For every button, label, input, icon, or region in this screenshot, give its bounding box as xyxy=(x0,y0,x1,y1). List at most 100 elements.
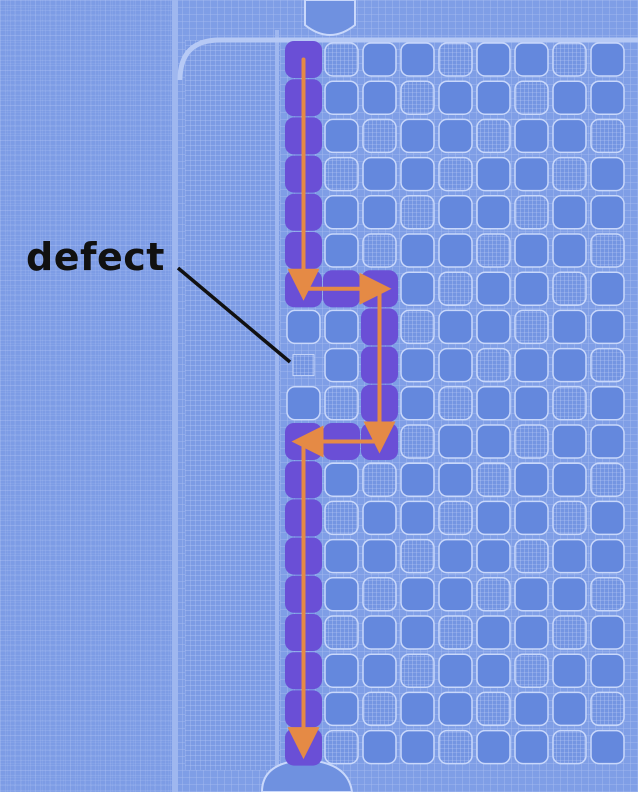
qubit-pad xyxy=(476,424,511,459)
qubit-pad xyxy=(514,500,549,536)
qubit-pad xyxy=(476,500,511,536)
qubit-pad xyxy=(476,309,511,345)
qubit-pad xyxy=(476,691,511,727)
qubit-pad xyxy=(438,309,473,345)
qubit-pad xyxy=(552,156,587,192)
qubit-pad xyxy=(552,309,587,345)
left-wiring-region xyxy=(0,0,175,792)
qubit-pad xyxy=(590,309,625,345)
qubit-pad xyxy=(514,156,549,192)
qubit-pad xyxy=(362,462,397,497)
qubit-pad xyxy=(476,233,511,268)
qubit-pad xyxy=(590,347,625,383)
qubit-pad xyxy=(324,538,359,574)
qubit-pad xyxy=(362,615,397,650)
qubit-pad xyxy=(438,577,473,612)
qubit-pad xyxy=(400,653,435,688)
pad-array xyxy=(286,42,625,765)
qubit-pad xyxy=(476,156,511,192)
qubit-pad xyxy=(590,118,625,154)
routing-arrows xyxy=(287,57,396,760)
qubit-pad xyxy=(400,691,435,727)
qubit-pad xyxy=(324,195,359,230)
qubit-pad xyxy=(552,195,587,230)
qubit-pad xyxy=(514,386,549,421)
dense-wiring-region xyxy=(185,40,280,770)
qubit-pad xyxy=(400,271,435,306)
qubit-pad xyxy=(438,729,473,765)
qubit-pad xyxy=(590,195,625,230)
qubit-pad xyxy=(590,577,625,612)
qubit-pad xyxy=(476,538,511,574)
qubit-pad xyxy=(552,386,587,421)
qubit-pad xyxy=(590,42,625,77)
qubit-pad xyxy=(324,729,359,765)
qubit-pad xyxy=(438,42,473,77)
qubit-pad xyxy=(438,386,473,421)
qubit-pad xyxy=(362,156,397,192)
qubit-pad xyxy=(552,615,587,650)
qubit-pad xyxy=(552,653,587,688)
qubit-pad xyxy=(590,271,625,306)
qubit-pad xyxy=(324,691,359,727)
qubit-pad xyxy=(514,424,549,459)
qubit-pad xyxy=(590,233,625,268)
qubit-pad xyxy=(400,42,435,77)
qubit-pad xyxy=(324,80,359,115)
qubit-pad xyxy=(514,538,549,574)
qubit-pad xyxy=(400,538,435,574)
qubit-pad xyxy=(362,538,397,574)
qubit-pad xyxy=(514,691,549,727)
qubit-pad xyxy=(324,577,359,612)
bus-line xyxy=(275,30,279,770)
qubit-pad xyxy=(324,309,359,345)
qubit-pad xyxy=(400,424,435,459)
qubit-pad xyxy=(438,691,473,727)
qubit-pad xyxy=(362,80,397,115)
qubit-pad xyxy=(552,233,587,268)
qubit-pad xyxy=(552,500,587,536)
qubit-pad xyxy=(552,577,587,612)
qubit-pad xyxy=(476,195,511,230)
qubit-pad xyxy=(476,462,511,497)
qubit-pad xyxy=(552,42,587,77)
qubit-pad xyxy=(514,118,549,154)
qubit-pad xyxy=(324,233,359,268)
qubit-pad xyxy=(362,691,397,727)
qubit-pad xyxy=(362,233,397,268)
qubit-pad xyxy=(324,653,359,688)
qubit-pad xyxy=(514,615,549,650)
qubit-pad xyxy=(400,80,435,115)
qubit-pad xyxy=(552,80,587,115)
qubit-pad xyxy=(324,462,359,497)
qubit-pad xyxy=(362,42,397,77)
qubit-pad xyxy=(438,156,473,192)
qubit-pad xyxy=(590,80,625,115)
qubit-pad xyxy=(400,156,435,192)
qubit-pad xyxy=(400,118,435,154)
qubit-pad xyxy=(590,424,625,459)
qubit-pad xyxy=(400,577,435,612)
qubit-pad xyxy=(552,729,587,765)
qubit-pad xyxy=(476,615,511,650)
qubit-pad xyxy=(324,42,359,77)
qubit-pad xyxy=(514,271,549,306)
qubit-pad xyxy=(438,424,473,459)
qubit-pad xyxy=(590,462,625,497)
qubit-pad xyxy=(552,462,587,497)
qubit-pad xyxy=(552,347,587,383)
qubit-pad xyxy=(476,729,511,765)
qubit-pad xyxy=(324,500,359,536)
qubit-pad xyxy=(476,118,511,154)
qubit-pad xyxy=(514,347,549,383)
qubit-pad xyxy=(514,577,549,612)
qubit-pad xyxy=(324,156,359,192)
qubit-pad xyxy=(362,729,397,765)
qubit-pad xyxy=(476,386,511,421)
qubit-pad xyxy=(514,729,549,765)
qubit-pad xyxy=(590,729,625,765)
array-frame xyxy=(177,37,638,81)
qubit-pad xyxy=(362,195,397,230)
qubit-pad xyxy=(438,347,473,383)
